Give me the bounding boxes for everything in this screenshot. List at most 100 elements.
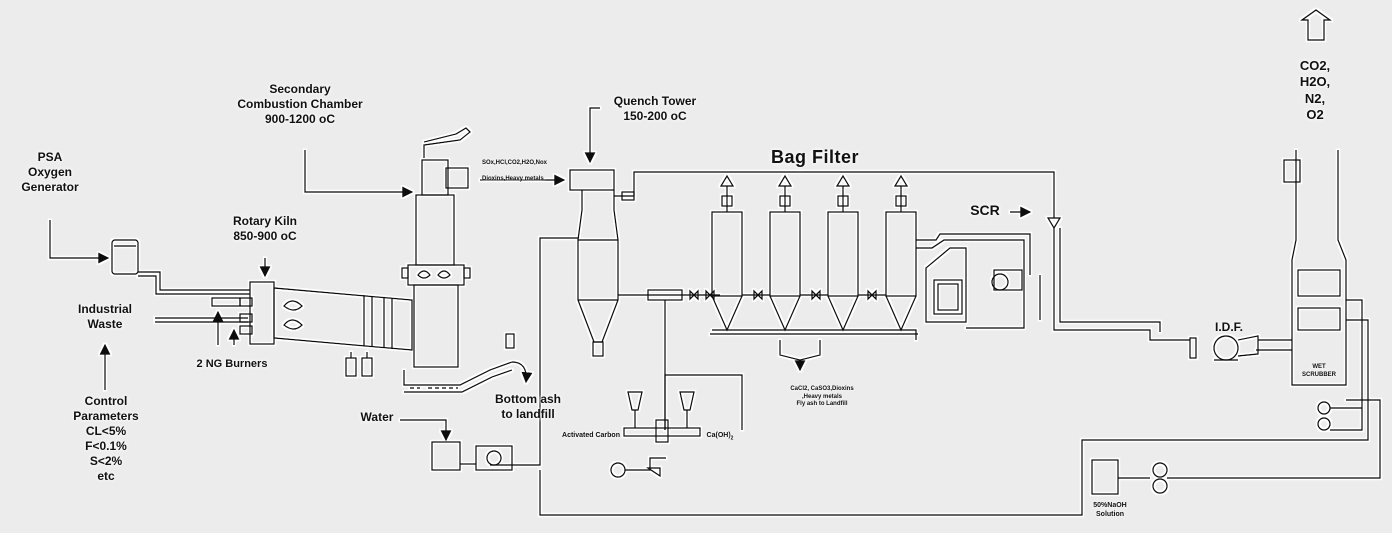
gas-line-1: SOx,HCl,CO2,H2O,Nox [482,160,548,166]
quench-water-line [490,237,578,466]
secondary-label-line-3: 900-1200 oC [264,112,336,126]
psa-label-line-2: Oxygen [27,165,72,179]
psa-label-line-3: Generator [21,180,79,194]
fly-ash-line-2: ,Heavy metals [801,393,843,400]
activated-carbon-hopper [627,391,643,411]
bag-filter-label: Bag Filter [770,147,859,167]
naoh-line-2: Solution [1096,510,1124,518]
scr-inlet-duct [916,233,1031,275]
secondary-chamber-top [421,159,449,196]
quench-tower-body [577,190,619,343]
industrial-label-line-2: Waste [87,317,123,331]
bottom-ash-line-2: to landfill [501,407,555,421]
control-line-4: F<0.1% [85,439,127,453]
secondary-chamber-burner-zone [407,264,465,286]
bag-filter-4 [885,174,917,332]
activated-carbon-label: Activated Carbon [562,432,620,439]
caoh-subscript: 2 [730,435,734,442]
bag-filter-1 [711,174,743,332]
naoh-pump-1 [1152,462,1168,478]
scrubber-pump-1 [1317,401,1331,415]
secondary-chamber-lower [413,284,459,368]
psa-oxygen-unit [111,239,139,275]
oxygen-line [138,271,250,291]
naoh-label: 50%NaOH Solution [1080,502,1140,520]
water-label: Water [360,410,394,424]
quench-pointer [584,107,600,164]
gas-line-2: Dioxins,Heavy metals [482,175,544,182]
kiln-flame-1 [283,300,303,311]
bypass-duct [633,171,1055,218]
control-line-2: Parameters [73,409,139,423]
water-pump-box [475,445,513,471]
emissions-line-4: O2 [1306,106,1324,122]
bottom-ash-label: Bottom ash to landfill [480,392,576,422]
kiln-burner-block [249,281,275,345]
idf-fan [1213,335,1239,361]
sorbent-blower [610,462,626,478]
rotary-kiln-body [273,287,413,351]
control-line-5: S<2% [89,454,123,468]
secondary-label-line-2: Combustion Chamber [237,97,363,111]
rotary-kiln-label: Rotary Kiln 850-900 oC [210,214,320,244]
recirculation-line [539,319,1369,516]
industrial-label-line-1: Industrial [77,302,132,316]
fly-ash-line-1: CaCl2, CaSO3,Dioxins [790,386,854,392]
quench-label-line-1: Quench Tower [613,94,697,108]
emissions-line-2: H2O, [1299,74,1331,90]
stack-instrument [1283,159,1301,183]
industrial-waste-label: Industrial Waste [60,302,150,332]
secondary-chamber-upper [415,194,455,266]
fly-ash-line-3: Fly ash to Landfill [796,401,848,407]
burners-label: 2 NG Burners [196,358,268,370]
rotary-label-line-1: Rotary Kiln [232,214,297,228]
control-line-6: etc [97,469,115,483]
kiln-instrument-2 [361,357,373,377]
secondary-chamber-label: Secondary Combustion Chamber 900-1200 oC [220,82,380,127]
gas-composition-label: SOx,HCl,CO2,H2O,Nox Dioxins,Heavy metals [482,160,572,183]
naoh-pump-2 [1152,478,1168,494]
emissions-line-1: CO2, [1299,58,1331,73]
caoh-label: Ca(OH)2 [700,432,740,442]
fly-ash-valves [779,340,821,361]
water-pump [486,450,502,466]
ash-conveyor [403,361,513,386]
idf-label: I.D.F. [1214,320,1243,334]
quench-label-line-2: 150-200 oC [623,109,687,123]
control-line-3: CL<5% [85,424,127,438]
fly-ash-label: CaCl2, CaSO3,Dioxins ,Heavy metals Fly a… [772,386,872,409]
quench-tower-top [569,169,615,191]
naoh-tank [1091,459,1119,495]
water-tank [431,441,461,471]
scrubber-line-1: WET [1312,364,1326,370]
naoh-line-1: 50%NaOH [1093,502,1127,509]
sorbent-mixer [623,427,701,437]
bag-filter-3 [827,174,859,332]
kiln-flame-2 [283,319,303,330]
idf-inlet-duct [1053,228,1190,341]
bag-filter-2 [769,174,801,332]
psa-label: PSA Oxygen Generator [10,150,90,195]
scrubber-label: WET SCRUBBER [1296,364,1342,379]
control-parameters-label: Control Parameters CL<5% F<0.1% S<2% etc [66,394,146,484]
secondary-pointer [304,150,414,198]
ash-instrument [505,333,515,349]
caoh-hopper [679,391,695,411]
control-line-1: Control [84,394,128,408]
psa-label-line-1: PSA [37,150,63,164]
scr-unit [925,247,967,323]
naoh-feed-line [1167,399,1381,479]
emissions-line-3: N2, [1304,90,1326,106]
psa-pointer [49,220,110,264]
bottom-ash-line-1: Bottom ash [495,392,561,406]
emissions-label: CO2, H2O, N2, O2 [1280,58,1350,123]
caoh-text: Ca(OH) [706,432,731,439]
water-pointer [400,419,452,442]
stack-outlet-arrow [1299,9,1333,41]
fly-ash-header [712,329,917,340]
wet-scrubber [1291,150,1347,386]
rotary-label-line-2: 850-900 oC [233,229,297,243]
scrubber-pump-2 [1317,417,1331,431]
